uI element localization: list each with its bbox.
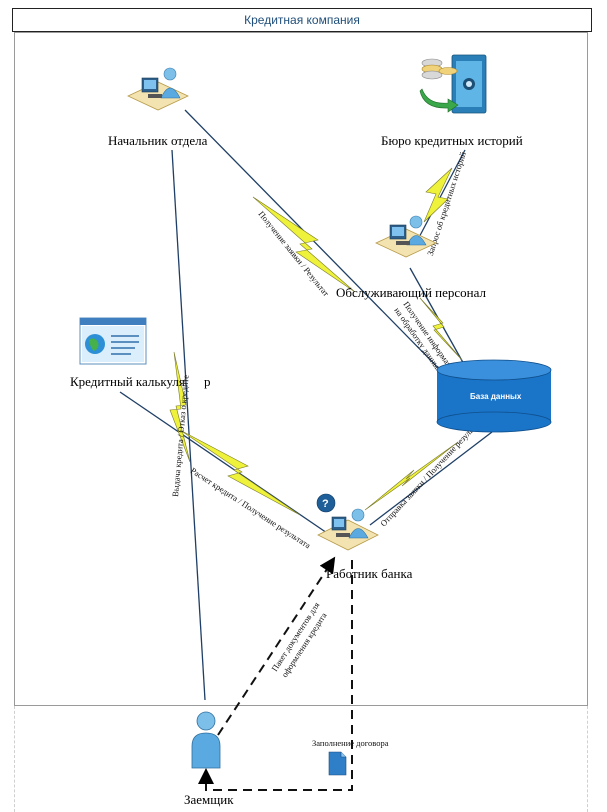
connector-worker-borrower-contract bbox=[198, 560, 353, 791]
staff-workstation-icon bbox=[375, 215, 437, 258]
svg-text:?: ? bbox=[322, 498, 329, 510]
connector-head-borrower bbox=[171, 149, 206, 701]
node-label-staff: Обслуживающий персонал bbox=[336, 285, 486, 300]
lightning-icon bbox=[169, 351, 191, 463]
node-label-calculator: Кредитный калькуля bbox=[70, 374, 185, 389]
outer-boundary-left bbox=[14, 706, 15, 812]
node-label-borrower: Заемщик bbox=[184, 792, 234, 807]
borrower-dashed-flows bbox=[198, 556, 353, 791]
lightning-icon bbox=[423, 167, 453, 223]
document-icon bbox=[328, 751, 347, 776]
node-label-bank-worker: Работник банка bbox=[326, 566, 413, 581]
company-boundary bbox=[14, 32, 588, 706]
calculator-window-icon bbox=[79, 317, 147, 365]
head-workstation-icon bbox=[127, 67, 189, 111]
lightning-bolts bbox=[169, 167, 463, 516]
node-label-database: База данных bbox=[470, 392, 522, 401]
outer-boundary-right bbox=[587, 706, 588, 812]
edge-label-head-database: Получение заявки / Результат bbox=[256, 209, 331, 298]
credit-bureau-icon bbox=[419, 54, 487, 114]
lightning-icon bbox=[179, 429, 301, 516]
connector-head-database bbox=[184, 109, 456, 386]
connector-calculator-worker bbox=[119, 391, 331, 536]
connector-borrower-worker-documents bbox=[217, 556, 336, 736]
bank-worker-icon bbox=[317, 508, 379, 551]
connectors bbox=[119, 109, 493, 701]
edge-label-calculator-worker: Расчет кредита / Получение результата bbox=[189, 465, 313, 550]
lightning-icon bbox=[252, 196, 356, 293]
question-bubble-icon: ? bbox=[316, 493, 336, 513]
lightning-icon bbox=[419, 297, 463, 361]
database-icon bbox=[436, 359, 552, 433]
node-label-head: Начальник отдела bbox=[108, 133, 208, 148]
connector-worker-database bbox=[369, 431, 493, 526]
node-label-bureau: Бюро кредитных историй bbox=[381, 133, 523, 148]
contract-label: Заполнение договора bbox=[312, 738, 389, 748]
node-label-calculator-tail: р bbox=[204, 374, 211, 389]
borrower-person-icon bbox=[191, 711, 221, 769]
edge-label-head-borrower: Выдача кредита / Отказ о кредите bbox=[170, 374, 191, 497]
diagram-title: Кредитная компания bbox=[12, 8, 592, 32]
lightning-icon bbox=[364, 441, 459, 511]
